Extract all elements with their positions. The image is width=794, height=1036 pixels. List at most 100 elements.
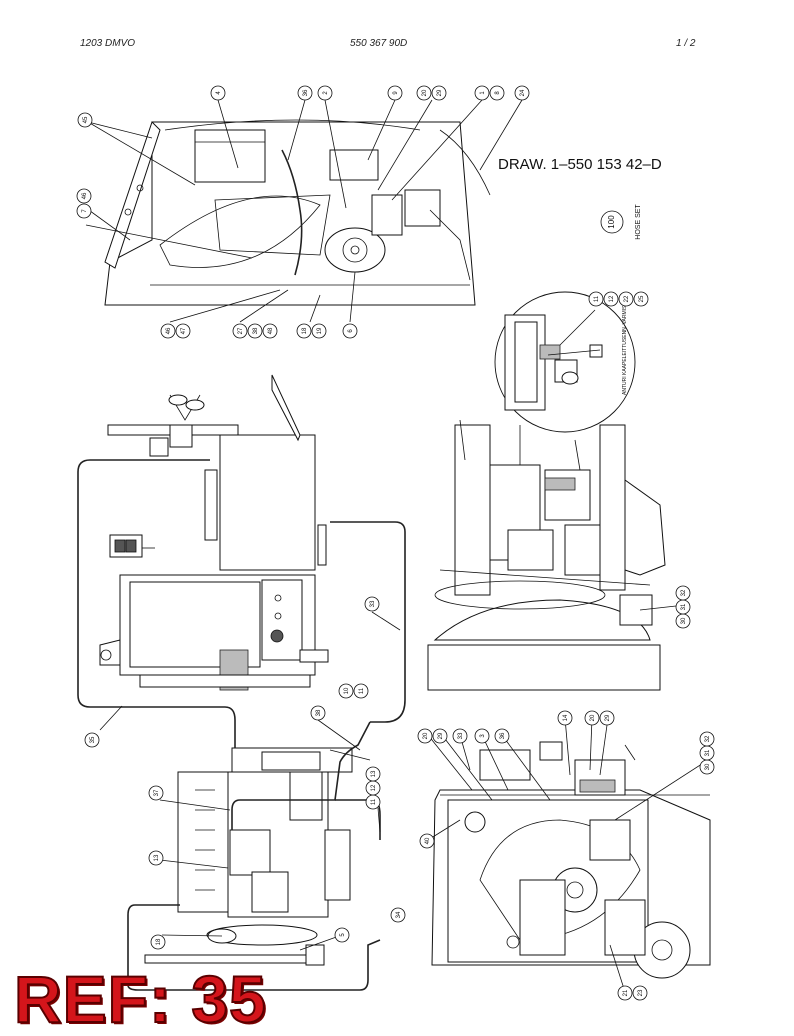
callout: 23 bbox=[632, 985, 648, 1001]
sensor-note: ANTURI KAAPELEITTUSENN. VARMISTA bbox=[622, 299, 628, 395]
svg-text:14: 14 bbox=[563, 714, 569, 721]
svg-text:38: 38 bbox=[316, 709, 322, 716]
callout: 10 bbox=[338, 683, 354, 699]
svg-text:10: 10 bbox=[344, 687, 350, 694]
callout: 14 bbox=[557, 710, 573, 726]
hose-set-number: 100 bbox=[607, 215, 616, 229]
callout: 2 bbox=[317, 85, 333, 101]
svg-text:31: 31 bbox=[705, 749, 711, 756]
callout: 40 bbox=[419, 833, 435, 849]
callout: 48 bbox=[262, 323, 278, 339]
callout: 7 bbox=[76, 203, 92, 219]
callout: 21 bbox=[617, 985, 633, 1001]
top-assembly bbox=[104, 119, 491, 306]
callout: 3 bbox=[474, 728, 490, 744]
callout: 29 bbox=[599, 710, 615, 726]
callout: 18 bbox=[296, 323, 312, 339]
detail-magnifier: ANTURI KAAPELEITTUSENN. VARMISTA bbox=[494, 291, 636, 471]
svg-text:45: 45 bbox=[83, 116, 89, 123]
callout: 18 bbox=[150, 934, 166, 950]
callout: 38 bbox=[247, 323, 263, 339]
callout: 1 bbox=[474, 85, 490, 101]
callout: 25 bbox=[633, 291, 649, 307]
svg-text:27: 27 bbox=[238, 327, 244, 334]
svg-text:36: 36 bbox=[303, 89, 309, 96]
svg-text:20: 20 bbox=[422, 89, 428, 96]
svg-text:38: 38 bbox=[253, 327, 259, 334]
svg-text:18: 18 bbox=[156, 938, 162, 945]
svg-text:40: 40 bbox=[425, 837, 431, 844]
callout: 33 bbox=[364, 596, 380, 612]
callout: 45 bbox=[77, 112, 93, 128]
svg-text:8: 8 bbox=[495, 91, 501, 95]
svg-text:37: 37 bbox=[154, 789, 160, 796]
callout: 13 bbox=[365, 766, 381, 782]
svg-text:48: 48 bbox=[268, 327, 274, 334]
svg-text:30: 30 bbox=[705, 763, 711, 770]
drawing-reference: DRAW. 1–550 153 42–D bbox=[498, 156, 662, 173]
callout: 31 bbox=[699, 745, 715, 761]
callout: 4 bbox=[210, 85, 226, 101]
svg-text:33: 33 bbox=[370, 600, 376, 607]
callout: 31 bbox=[675, 599, 691, 615]
callout: 32 bbox=[675, 585, 691, 601]
callout: 29 bbox=[431, 85, 447, 101]
callout: 12 bbox=[603, 291, 619, 307]
svg-text:29: 29 bbox=[437, 89, 443, 96]
reference-badge: REF: 35 bbox=[13, 962, 267, 1036]
callout: 29 bbox=[432, 728, 448, 744]
svg-text:32: 32 bbox=[705, 735, 711, 742]
svg-text:20: 20 bbox=[590, 714, 596, 721]
svg-text:2: 2 bbox=[323, 91, 329, 95]
callout: 36 bbox=[297, 85, 313, 101]
svg-text:36: 36 bbox=[500, 732, 506, 739]
right-middle-assembly bbox=[427, 419, 666, 691]
svg-text:9: 9 bbox=[393, 91, 399, 95]
svg-text:21: 21 bbox=[623, 989, 629, 996]
svg-text:11: 11 bbox=[359, 687, 365, 694]
callout: 36 bbox=[494, 728, 510, 744]
svg-text:12: 12 bbox=[609, 295, 615, 302]
svg-text:18: 18 bbox=[302, 327, 308, 334]
svg-text:29: 29 bbox=[438, 732, 444, 739]
callout: 20 bbox=[584, 710, 600, 726]
callout: 33 bbox=[452, 728, 468, 744]
svg-text:4: 4 bbox=[216, 91, 222, 95]
svg-text:24: 24 bbox=[520, 89, 526, 96]
svg-text:25: 25 bbox=[639, 295, 645, 302]
svg-text:34: 34 bbox=[396, 911, 402, 918]
svg-text:11: 11 bbox=[594, 295, 600, 302]
callout: 11 bbox=[588, 291, 604, 307]
callout: 47 bbox=[175, 323, 191, 339]
svg-text:13: 13 bbox=[371, 770, 377, 777]
callout: 20 bbox=[417, 728, 433, 744]
svg-text:12: 12 bbox=[371, 784, 377, 791]
callout: 34 bbox=[390, 907, 406, 923]
callout: 27 bbox=[232, 323, 248, 339]
svg-text:23: 23 bbox=[638, 989, 644, 996]
hose-set-symbol: 100 HOSE SET bbox=[600, 204, 642, 240]
hose-set-label: HOSE SET bbox=[635, 204, 642, 240]
leader-lines bbox=[85, 99, 709, 993]
svg-text:29: 29 bbox=[605, 714, 611, 721]
svg-text:7: 7 bbox=[82, 209, 88, 213]
svg-text:47: 47 bbox=[181, 327, 187, 334]
svg-text:32: 32 bbox=[681, 589, 687, 596]
left-machine-assembly bbox=[99, 374, 329, 691]
header-page: 1 / 2 bbox=[676, 38, 696, 49]
callout: 46 bbox=[76, 188, 92, 204]
svg-text:31: 31 bbox=[681, 603, 687, 610]
svg-text:3: 3 bbox=[480, 734, 486, 738]
svg-text:5: 5 bbox=[340, 933, 346, 937]
callout: 24 bbox=[514, 85, 530, 101]
callout: 22 bbox=[618, 291, 634, 307]
svg-text:19: 19 bbox=[317, 327, 323, 334]
svg-text:46: 46 bbox=[82, 192, 88, 199]
callout: 8 bbox=[489, 85, 505, 101]
svg-text:11: 11 bbox=[371, 798, 377, 805]
callout: 9 bbox=[387, 85, 403, 101]
callout: 38 bbox=[310, 705, 326, 721]
svg-text:1: 1 bbox=[480, 91, 486, 95]
header-part-number: 550 367 90D bbox=[350, 38, 408, 49]
callout: 30 bbox=[699, 759, 715, 775]
